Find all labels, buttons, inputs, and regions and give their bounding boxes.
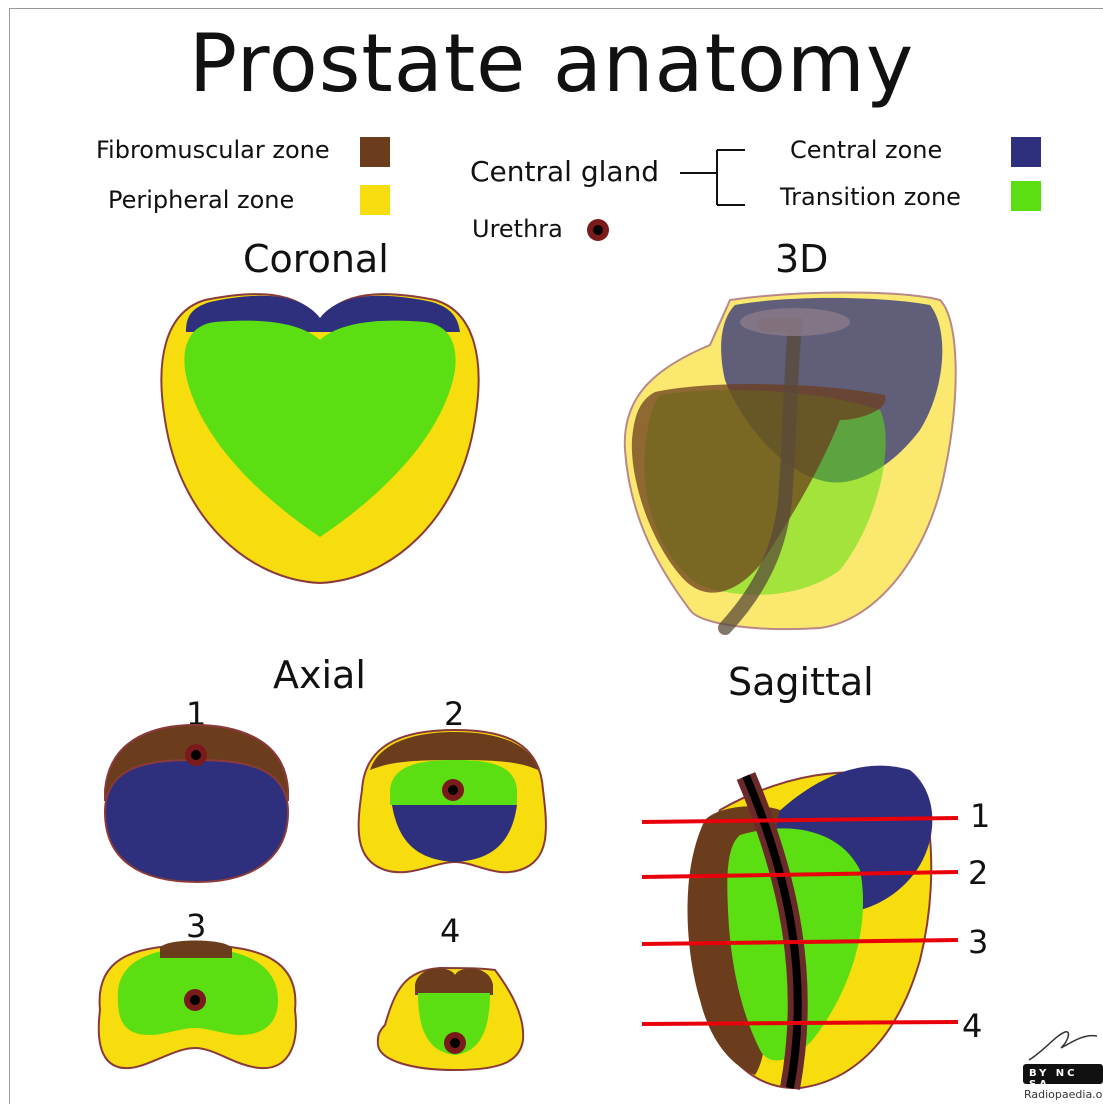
coronal-view bbox=[161, 294, 478, 583]
signature-mark bbox=[1025, 1026, 1103, 1064]
sagittal-view bbox=[642, 766, 958, 1088]
urethra-legend-icon bbox=[587, 219, 609, 241]
axial1-central-zone bbox=[105, 760, 288, 882]
axial-slice-2 bbox=[359, 730, 546, 872]
three-d-view bbox=[625, 293, 956, 630]
axial-slice-4 bbox=[378, 968, 523, 1070]
license-badge: BY NC SA bbox=[1023, 1064, 1103, 1084]
license-text: BY NC SA bbox=[1029, 1068, 1103, 1090]
axial-slice-3 bbox=[99, 941, 296, 1069]
axial3-fibromuscular-zone bbox=[160, 941, 232, 959]
cut-line-4 bbox=[642, 1022, 958, 1024]
source-credit: Radiopaedia.org bbox=[1024, 1088, 1103, 1101]
axial-slice-1 bbox=[105, 725, 288, 882]
central-gland-bracket bbox=[680, 150, 745, 205]
three-d-bladder-neck bbox=[740, 308, 850, 336]
